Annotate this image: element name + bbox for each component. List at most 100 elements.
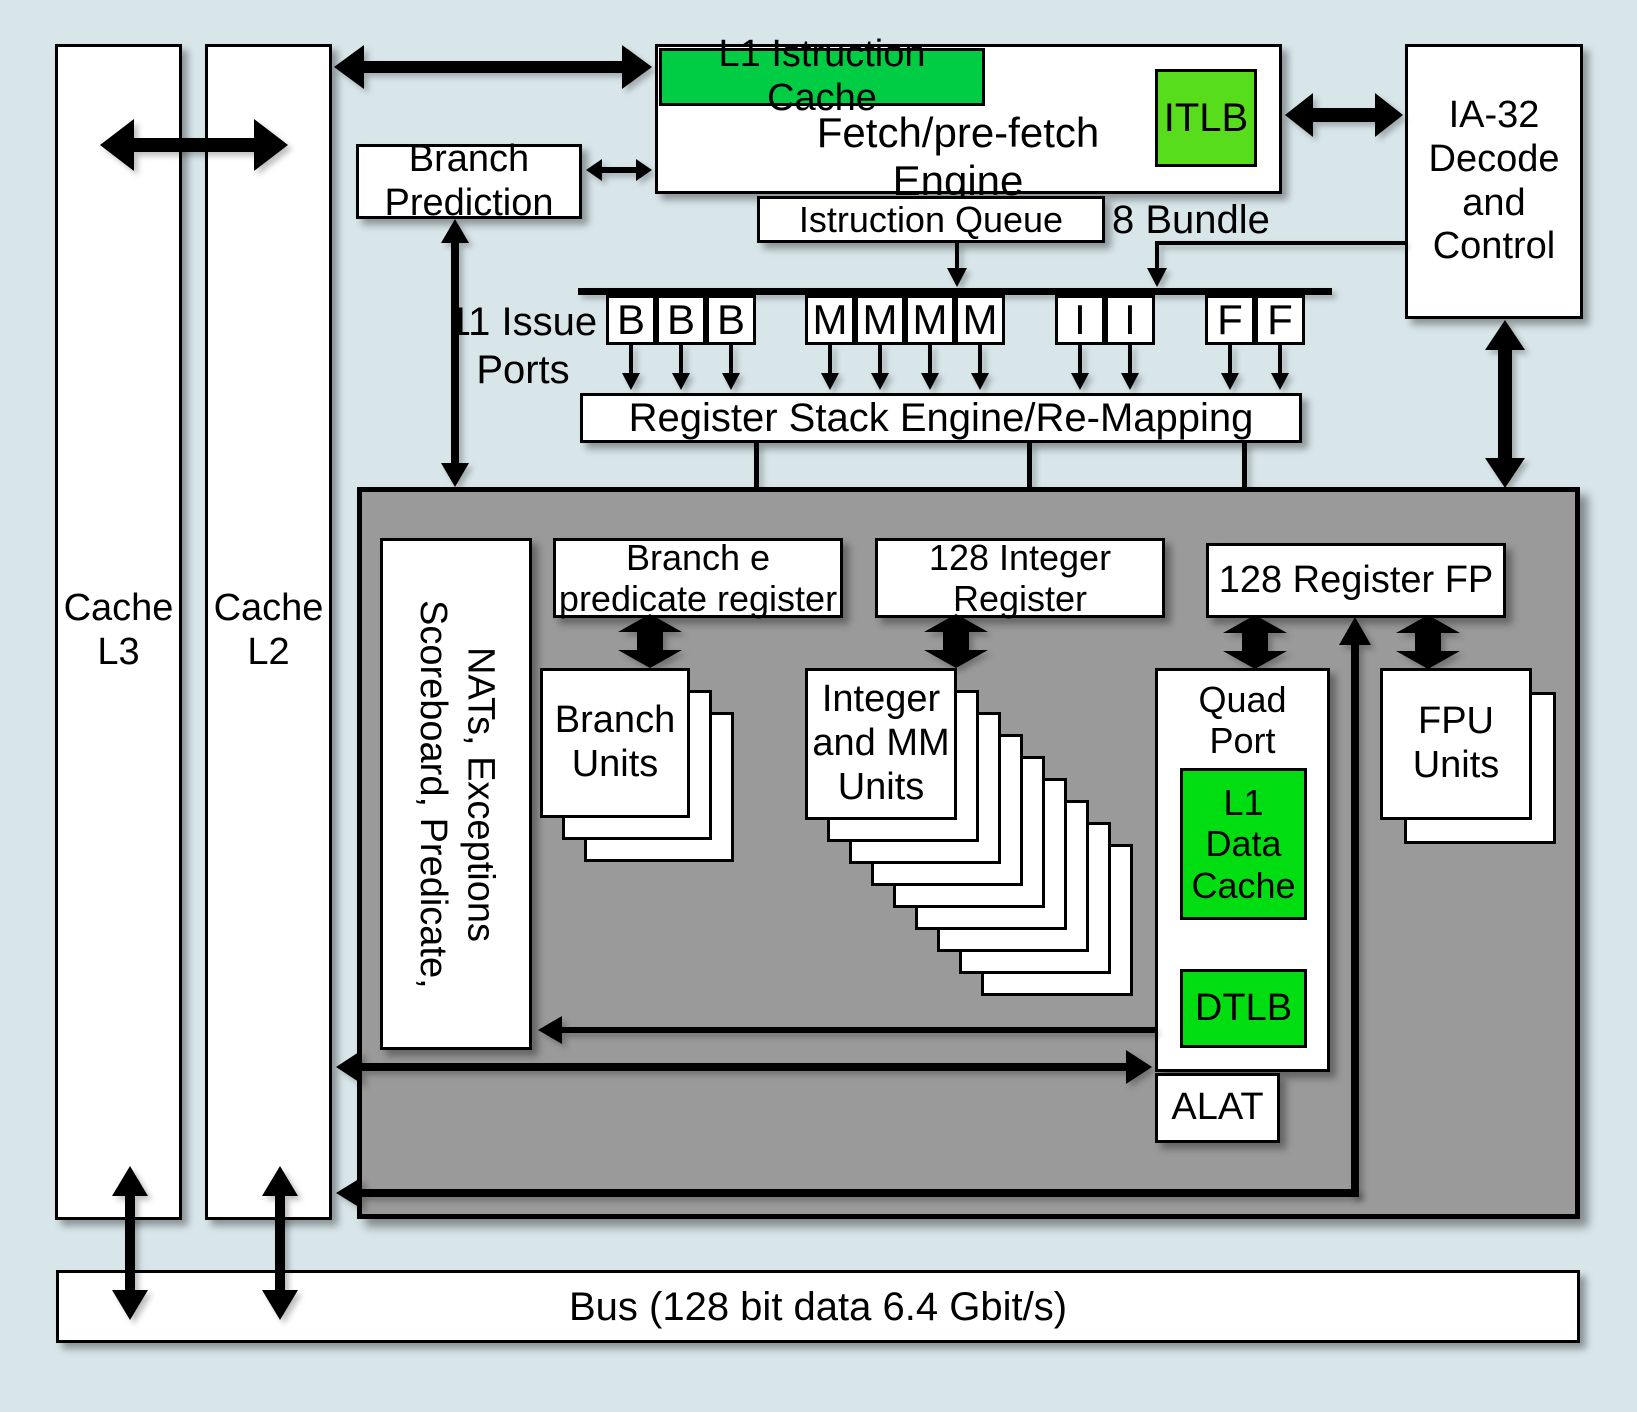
port-arrow-stem [928,345,932,375]
branch-prediction-fetch-arrow [586,159,652,181]
port-arrowhead-icon [871,373,889,390]
fpu-units-box: FPU Units [1380,668,1532,820]
branch-prediction-core-arrow [441,219,469,487]
ia32-decode-box: IA-32 Decode and Control [1405,44,1583,319]
bundle-label: 8 Bundle [1112,198,1270,242]
itlb-box: ITLB [1155,69,1257,167]
port-arrow-stem [828,345,832,375]
port-label: I [1074,295,1086,343]
bus-label: Bus (128 bit data 6.4 Gbit/s) [568,1284,1068,1329]
branch-prediction-label: Branch Prediction [384,137,554,224]
integer-mm-units-label: Integer and MM Units [812,678,950,808]
fetch-engine-box: L1 Istruction Cache Fetch/pre-fetch Engi… [655,33,1282,204]
fetch-ia32-arrow [1285,93,1403,137]
queue-arrowhead-icon [947,268,967,287]
ia32-core-arrow [1485,320,1525,488]
issue-port-b1: B [606,295,656,345]
issue-port-f1: F [1205,295,1255,345]
port-arrow-stem [1228,345,1232,375]
port-label: F [1217,295,1243,343]
cache-l3-box: Cache L3 [55,44,182,1220]
fp-register-box: 128 Register FP [1206,543,1506,618]
l2-fp-path-left-arrowhead-icon [336,1177,362,1209]
port-arrowhead-icon [622,373,640,390]
port-arrow-stem [978,345,982,375]
l2-alat-arrow [336,1050,1152,1084]
issue-port-line [578,288,1332,295]
l1-instruction-cache-box: L1 Istruction Cache [659,33,985,119]
bundle-line-vertical [1155,241,1159,270]
scoreboard-label: Scoreboard, Predicate, NATs, Exceptions [412,599,502,989]
quad-port-label: Quad Port [1198,679,1287,762]
issue-port-m3: M [905,295,955,345]
cache-l2-label: Cache L2 [213,587,324,673]
branch-predicate-register-box: Branch e predicate register [553,536,843,619]
issue-port-i2: I [1105,295,1155,345]
branch-predicate-register-label: Branch e predicate register [558,536,838,619]
integer-register-label: 128 Integer Register [928,536,1112,619]
port-arrow-stem [679,345,683,375]
port-arrowhead-icon [1221,373,1239,390]
l2-fp-path-horizontal [360,1189,1359,1197]
issue-port-m2: M [855,295,905,345]
scoreboard-box: Scoreboard, Predicate, NATs, Exceptions [380,538,532,1050]
issue-port-b3: B [706,295,756,345]
l1-data-cache-box: L1 Data Cache [1180,768,1307,920]
bundle-line-horizontal [1157,241,1405,245]
l2-fp-path-vertical [1351,643,1359,1197]
port-arrowhead-icon [1121,373,1139,390]
rse-out-arrow-stem [1242,443,1247,523]
issue-port-b2: B [656,295,706,345]
port-label: M [862,295,898,343]
port-arrow-stem [729,345,733,375]
fp-register-label: 128 Register FP [1218,558,1494,601]
instruction-queue-box: Istruction Queue [757,196,1105,243]
rse-out-arrow-stem [1027,443,1032,518]
fetch-engine-label: Fetch/pre-fetch Engine [816,109,1100,205]
integer-mm-units-box: Integer and MM Units [805,668,957,820]
bus-box: Bus (128 bit data 6.4 Gbit/s) [56,1270,1580,1343]
alat-box: ALAT [1155,1073,1280,1143]
branch-units-box: Branch Units [540,668,690,818]
port-label: F [1267,295,1293,343]
register-stack-engine-box: Register Stack Engine/Re-Mapping [580,393,1302,443]
dtlb-label: DTLB [1194,986,1293,1029]
queue-arrow-stem [955,243,959,270]
issue-port-i1: I [1055,295,1105,345]
port-label: B [616,295,645,343]
port-arrowhead-icon [971,373,989,390]
port-arrow-stem [1128,345,1132,375]
quad-port-box: Quad Port L1 Data Cache DTLB [1155,668,1330,1072]
issue-port-f2: F [1255,295,1305,345]
register-stack-engine-label: Register Stack Engine/Re-Mapping [628,396,1254,440]
alat-label: ALAT [1171,1086,1264,1129]
ia32-decode-label: IA-32 Decode and Control [1428,94,1560,268]
fp-register-quadport-arrow [1223,615,1287,669]
port-arrowhead-icon [1071,373,1089,390]
l3-bus-arrow [112,1166,148,1320]
port-label: M [912,295,948,343]
l1-data-cache-label: L1 Data Cache [1191,781,1296,906]
port-label: M [962,295,998,343]
dtlb-box: DTLB [1180,969,1307,1048]
fp-register-fpu-arrow [1396,615,1460,669]
integer-register-box: 128 Integer Register [875,536,1165,619]
issue-ports-caption: 11 Issue Ports [448,300,598,392]
quadport-scoreboard-arrow [538,1016,1155,1044]
port-arrowhead-icon [1271,373,1289,390]
port-arrow-stem [629,345,633,375]
branch-prediction-box: Branch Prediction [356,138,582,224]
l2-fp-path-up-arrowhead-icon [1339,617,1371,645]
port-label: I [1124,295,1136,343]
rse-out-arrow-stem [754,443,759,518]
port-label: B [716,295,745,343]
branch-units-label: Branch Units [554,699,676,785]
port-arrow-stem [1078,345,1082,375]
port-arrowhead-icon [722,373,740,390]
port-label: M [812,295,848,343]
fpu-units-label: FPU Units [1412,700,1500,786]
port-arrow-stem [1278,345,1282,375]
issue-port-m4: M [955,295,1005,345]
issue-port-m1: M [805,295,855,345]
